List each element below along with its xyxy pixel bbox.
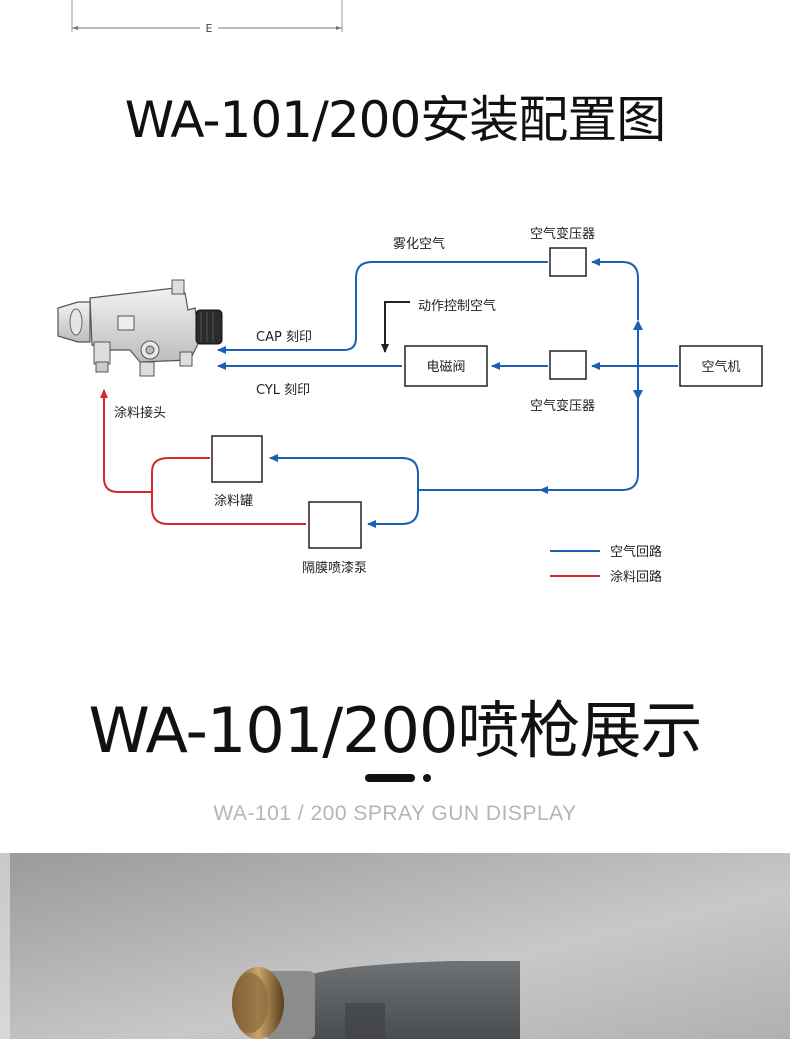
paint-tank-label: 涂料罐 <box>214 493 253 509</box>
dimension-label: E <box>206 22 213 35</box>
title-decoration <box>365 774 431 782</box>
dimension-line-e: E <box>71 0 343 35</box>
paint-joint-label: 涂料接头 <box>114 405 166 421</box>
pump-label: 隔膜喷漆泵 <box>302 560 367 576</box>
compressor-box <box>679 345 763 387</box>
action-air-label: 动作控制空气 <box>418 298 496 314</box>
install-diagram-title: WA-101/200安装配置图 <box>124 91 667 149</box>
compressor-label: 空气机 <box>701 359 740 375</box>
regulator-top-label: 空气变压器 <box>530 226 595 242</box>
installation-diagram: 雾化空气 空气变压器 动作控制空气 CAP 刻印 CYL 刻印 电磁阀 空气变压… <box>57 226 763 585</box>
display-section-subtitle: WA-101 / 200 SPRAY GUN DISPLAY <box>213 802 577 825</box>
air-circuit-lines <box>217 258 678 528</box>
display-section-title: WA-101/200喷枪展示 <box>88 694 703 767</box>
paint-tank-box <box>211 435 263 483</box>
cap-mark-label: CAP 刻印 <box>256 330 312 345</box>
solenoid-label: 电磁阀 <box>426 360 465 375</box>
paint-circuit-lines <box>100 389 306 525</box>
regulator-top-box <box>549 247 587 277</box>
regulator-mid-box <box>549 350 587 380</box>
spray-gun-illustration <box>57 279 223 377</box>
regulator-mid-label: 空气变压器 <box>530 398 595 414</box>
cyl-mark-label: CYL 刻印 <box>256 383 310 398</box>
action-air-arrow <box>381 301 410 353</box>
legend-air-label: 空气回路 <box>610 544 662 560</box>
legend: 空气回路 涂料回路 <box>550 544 662 585</box>
atomize-air-label: 雾化空气 <box>393 236 445 252</box>
diaphragm-pump-box <box>308 501 362 549</box>
legend-paint-label: 涂料回路 <box>610 569 662 585</box>
spray-gun-photo <box>0 853 790 1039</box>
solenoid-valve-box <box>404 345 488 387</box>
